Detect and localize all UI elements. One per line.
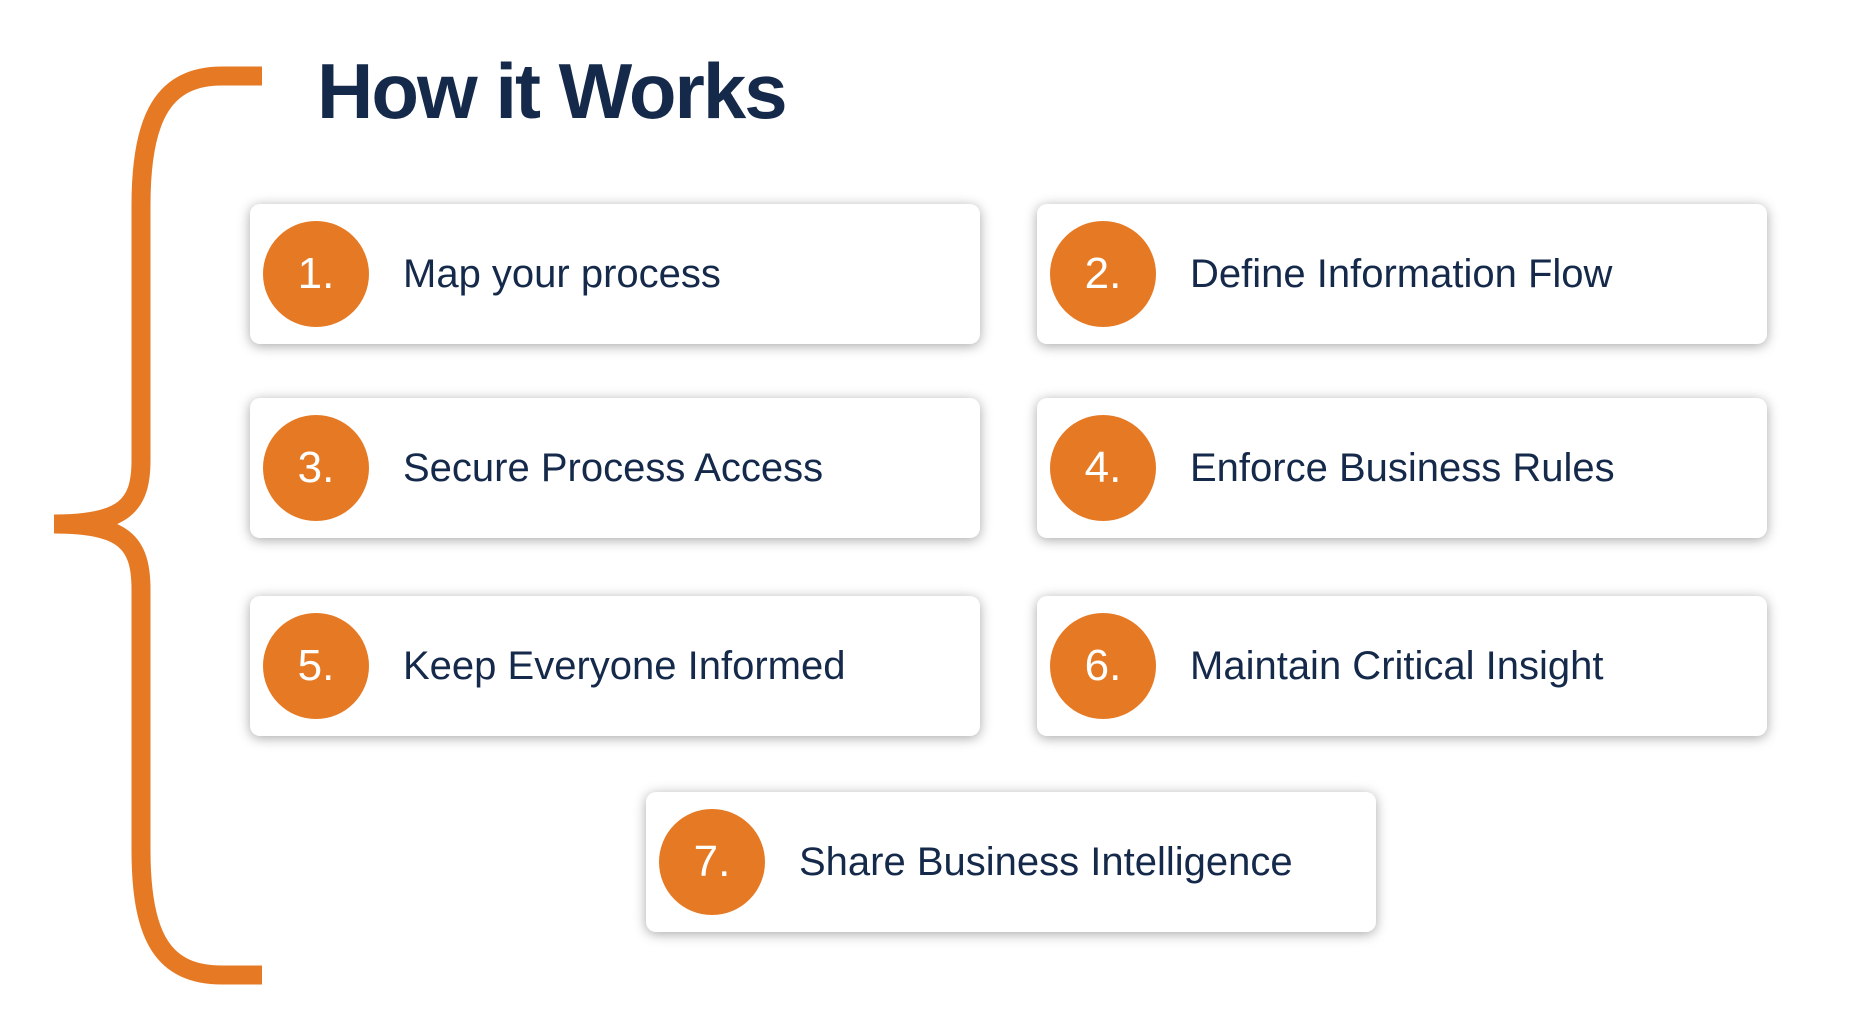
step-label: Share Business Intelligence (799, 839, 1293, 884)
step-label: Secure Process Access (403, 445, 824, 490)
step-number-badge: 4. (1050, 415, 1156, 521)
step-card-1: 1. Map your process (250, 204, 980, 344)
step-number-badge: 2. (1050, 221, 1156, 327)
step-number-badge: 1. (263, 221, 369, 327)
step-number-badge: 3. (263, 415, 369, 521)
step-label: Keep Everyone Informed (403, 643, 846, 688)
step-card-6: 6. Maintain Critical Insight (1037, 596, 1767, 736)
step-number-badge: 7. (659, 809, 765, 915)
step-card-7: 7. Share Business Intelligence (646, 792, 1376, 932)
step-card-4: 4. Enforce Business Rules (1037, 398, 1767, 538)
step-label: Define Information Flow (1190, 251, 1613, 296)
step-number-badge: 5. (263, 613, 369, 719)
step-label: Enforce Business Rules (1190, 445, 1615, 490)
step-label: Map your process (403, 251, 721, 296)
curly-brace-decoration (53, 66, 262, 985)
step-label: Maintain Critical Insight (1190, 643, 1604, 688)
step-number-badge: 6. (1050, 613, 1156, 719)
step-card-3: 3. Secure Process Access (250, 398, 980, 538)
step-card-2: 2. Define Information Flow (1037, 204, 1767, 344)
step-card-5: 5. Keep Everyone Informed (250, 596, 980, 736)
page-title: How it Works (317, 47, 788, 135)
